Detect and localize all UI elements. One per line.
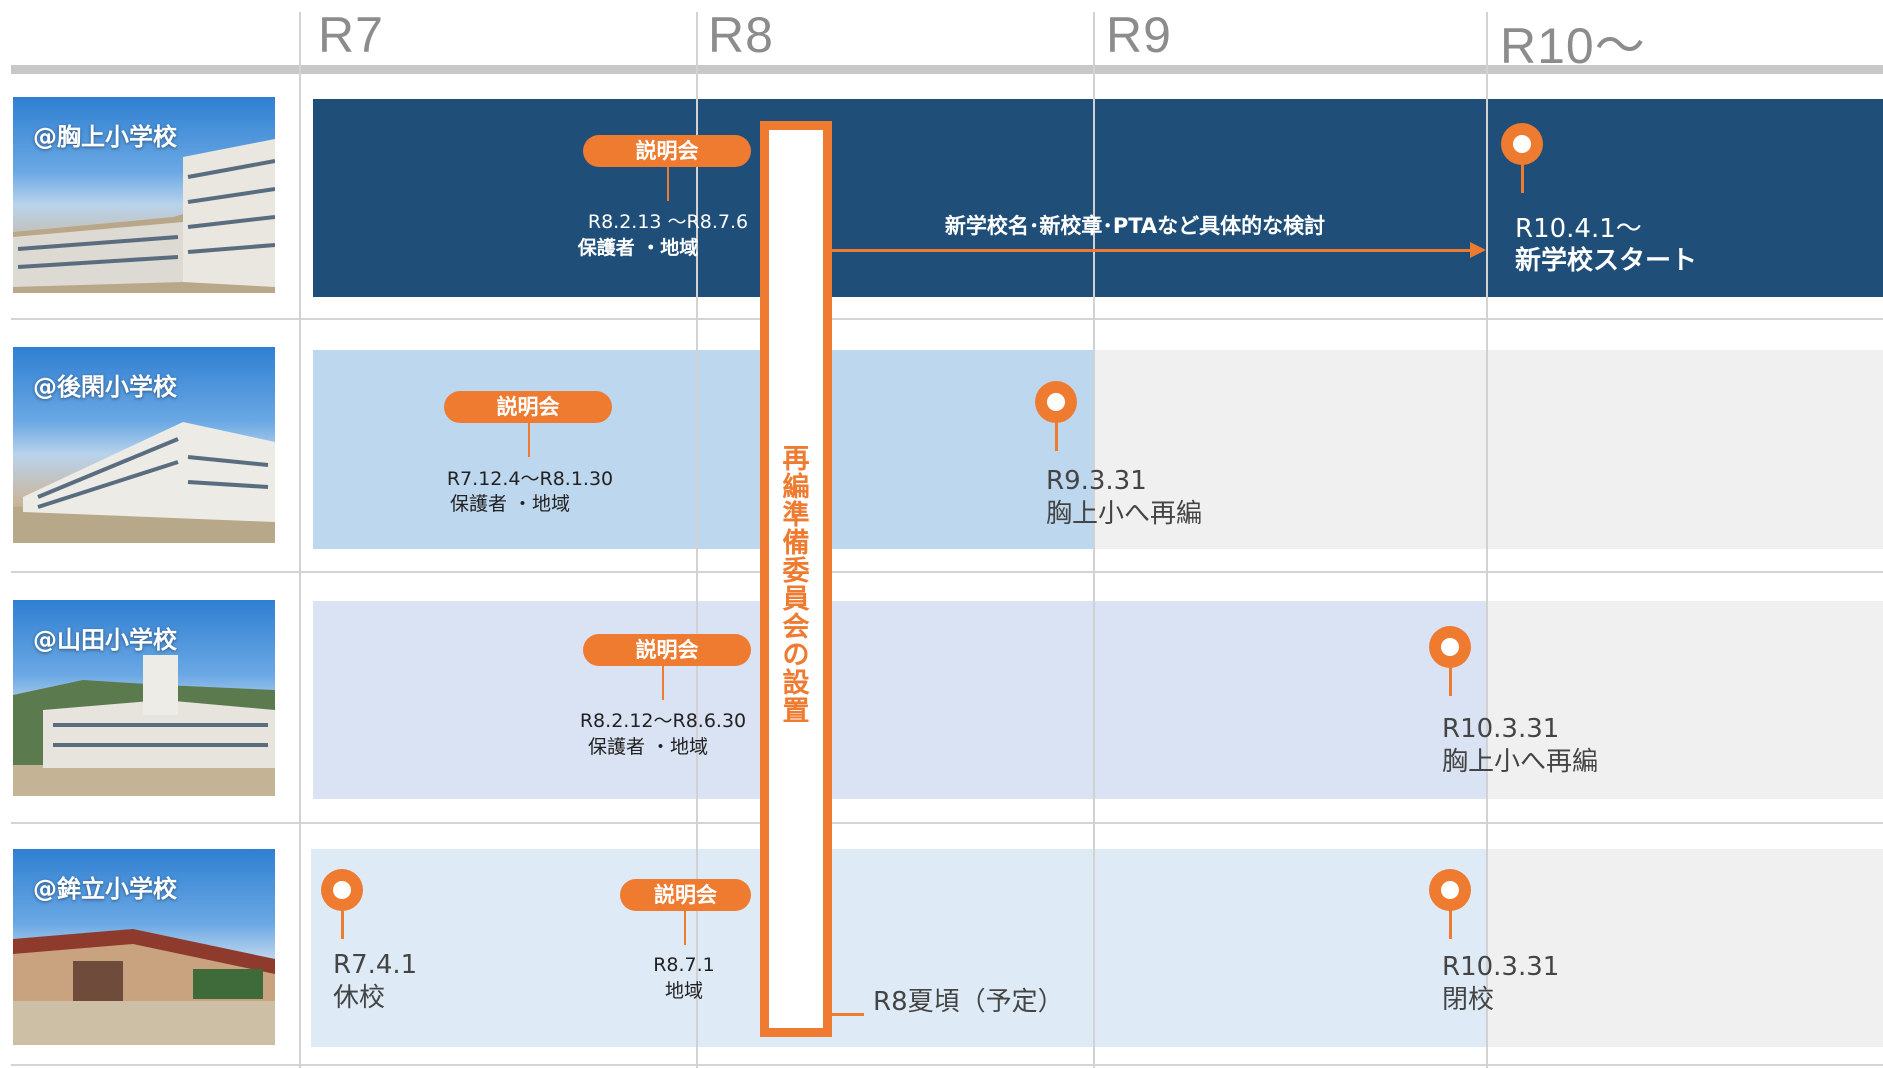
row-divider-3	[11, 822, 1883, 824]
milestone-pin-stem	[1449, 909, 1452, 939]
briefing-date: R8.2.12～R8.6.30	[579, 710, 747, 732]
milestone-pin	[1429, 869, 1471, 911]
briefing-audience: 地域	[664, 980, 703, 1002]
milestone-pin	[1035, 381, 1077, 423]
grid-line-left	[299, 12, 301, 1068]
row4-after-band	[1487, 849, 1883, 1047]
school-name: @山田小学校	[33, 626, 177, 654]
row-divider-4	[11, 1064, 1883, 1066]
year-r9: R9	[1106, 7, 1172, 63]
milestone-pin-stem	[1521, 163, 1524, 193]
milestone-date: R10.3.31	[1442, 952, 1560, 982]
milestone-label: 新学校スタート	[1515, 246, 1698, 276]
briefing-audience: 保護者 ・地域	[587, 736, 709, 758]
milestone-pin-stem	[1055, 421, 1058, 451]
milestone-label: 胸上小へ再編	[1046, 499, 1203, 529]
grid-line-r8	[696, 12, 698, 1068]
milestone-label: 閉校	[1442, 985, 1495, 1015]
row3-band	[313, 601, 1487, 799]
school-photo-munakami: @胸上小学校	[13, 97, 275, 293]
briefing-audience: 保護者 ・地域	[577, 237, 699, 259]
committee-label: 再編準備委員会の設置	[782, 444, 810, 727]
briefing-stem	[684, 911, 686, 945]
briefing-date: R8.2.13 ～R8.7.6	[587, 211, 749, 233]
year-r10: R10～	[1500, 18, 1646, 74]
row-divider-2	[11, 571, 1883, 573]
committee-box: 再編準備委員会の設置	[760, 121, 832, 1037]
header-rule	[11, 65, 1883, 74]
school-name: @胸上小学校	[33, 123, 177, 151]
arrow-text: 新学校名･新校章･PTAなど具体的な検討	[944, 214, 1326, 238]
committee-note-connector	[832, 1013, 864, 1016]
school-photo-gokan: @後閑小学校	[13, 347, 275, 543]
row1-band	[313, 99, 1883, 297]
start-label: 休校	[333, 983, 386, 1013]
briefing-audience: 保護者 ・地域	[449, 493, 571, 515]
briefing-date: R8.7.1	[653, 954, 715, 976]
briefing-stem	[528, 423, 530, 457]
milestone-pin	[1429, 626, 1471, 668]
milestone-pin-stem	[1449, 666, 1452, 696]
grid-line-r10	[1486, 12, 1488, 1068]
row4-band	[311, 849, 1487, 1047]
milestone-date: R9.3.31	[1046, 466, 1147, 496]
year-r7: R7	[318, 7, 384, 63]
row2-after-band	[1094, 350, 1883, 549]
start-date: R7.4.1	[333, 950, 418, 980]
row2-band	[313, 350, 1094, 549]
milestone-date: R10.3.31	[1442, 714, 1560, 744]
arrow-line	[832, 249, 1472, 252]
school-name: @後閑小学校	[33, 373, 177, 401]
grid-line-r9	[1093, 12, 1095, 1068]
milestone-date: R10.4.1～	[1515, 214, 1642, 244]
briefing-date: R7.12.4～R8.1.30	[446, 468, 614, 490]
school-photo-yamada: @山田小学校	[13, 600, 275, 796]
briefing-pill: 説明会	[583, 634, 751, 666]
briefing-stem	[662, 666, 664, 700]
year-r8: R8	[708, 7, 774, 63]
briefing-stem	[667, 167, 669, 201]
milestone-pin	[1501, 123, 1543, 165]
committee-note: R8夏頃（予定）	[873, 987, 1064, 1017]
briefing-pill: 説明会	[583, 135, 751, 167]
row-divider-1	[11, 318, 1883, 320]
milestone-label: 胸上小へ再編	[1442, 747, 1599, 777]
briefing-pill: 説明会	[620, 879, 751, 911]
briefing-pill: 説明会	[444, 391, 612, 423]
start-pin-stem	[341, 909, 344, 939]
start-pin	[321, 869, 363, 911]
arrow-head	[1470, 242, 1486, 258]
school-photo-hokotate: @鉾立小学校	[13, 849, 275, 1045]
row3-after-band	[1487, 601, 1883, 799]
school-name: @鉾立小学校	[33, 875, 177, 903]
